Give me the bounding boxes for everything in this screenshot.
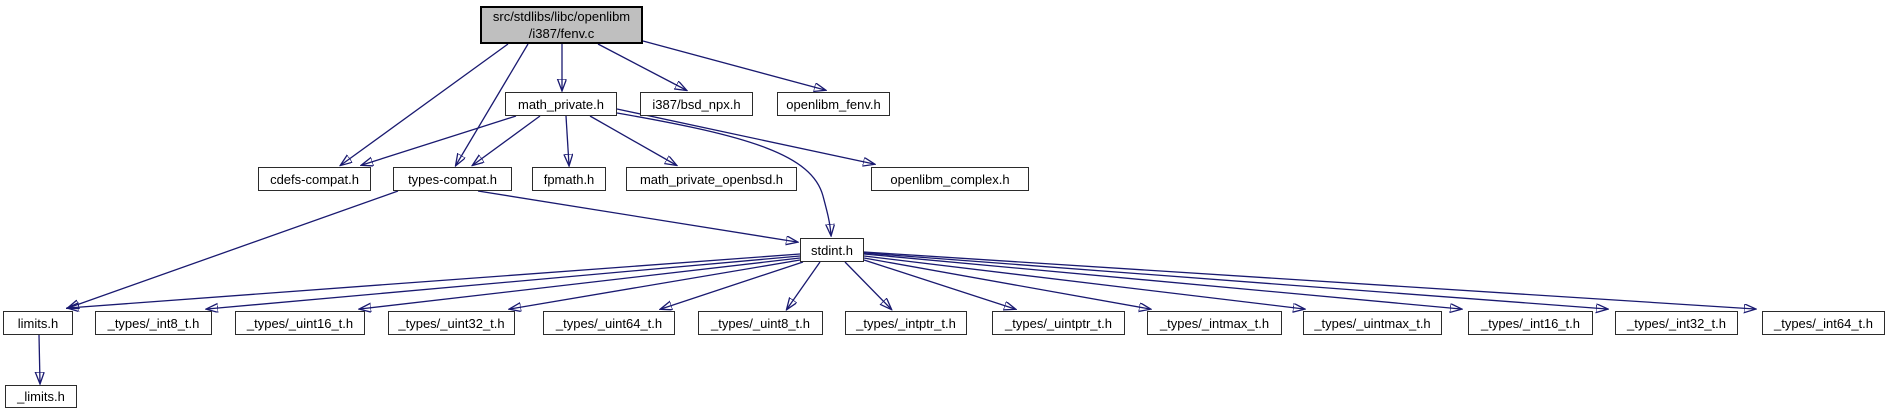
- node-label: _types/_intptr_t.h: [856, 315, 956, 331]
- node-math-private-h[interactable]: math_private.h: [505, 92, 617, 116]
- node-types-compat-h[interactable]: types-compat.h: [393, 167, 512, 191]
- node-limits-h[interactable]: limits.h: [3, 311, 73, 335]
- node-types-uint32-t-h[interactable]: _types/_uint32_t.h: [388, 311, 515, 335]
- node-label: _types/_uint32_t.h: [398, 315, 505, 331]
- node-label: types-compat.h: [408, 171, 497, 187]
- node-types-uint8-t-h[interactable]: _types/_uint8_t.h: [698, 311, 823, 335]
- node-types-uint64-t-h[interactable]: _types/_uint64_t.h: [543, 311, 675, 335]
- node-label: _types/_uint16_t.h: [246, 315, 354, 331]
- node-label: i387/bsd_npx.h: [652, 96, 741, 112]
- node-types-int32-t-h[interactable]: _types/_int32_t.h: [1615, 311, 1738, 335]
- node-label: stdint.h: [811, 242, 853, 258]
- node-types-intmax-t-h[interactable]: _types/_intmax_t.h: [1147, 311, 1282, 335]
- node--limits-h[interactable]: _limits.h: [5, 385, 77, 408]
- node-label: openlibm_fenv.h: [786, 96, 881, 112]
- node-label: _types/_int16_t.h: [1480, 315, 1581, 331]
- node-label: math_private_openbsd.h: [639, 171, 784, 187]
- node-cdefs-compat-h[interactable]: cdefs-compat.h: [258, 167, 371, 191]
- node-label: math_private.h: [518, 96, 604, 112]
- node-label: limits.h: [17, 315, 59, 331]
- node-stdint-h[interactable]: stdint.h: [800, 238, 864, 262]
- node-label: _types/_uintmax_t.h: [1314, 315, 1431, 331]
- node-label: openlibm_complex.h: [890, 171, 1010, 187]
- node-label: cdefs-compat.h: [270, 171, 359, 187]
- node-label: fpmath.h: [543, 171, 595, 187]
- node-label: _types/_intmax_t.h: [1159, 315, 1270, 331]
- node-fpmath-h[interactable]: fpmath.h: [532, 167, 606, 191]
- node-math-private-openbsd-h[interactable]: math_private_openbsd.h: [626, 167, 797, 191]
- node-label: src/stdlibs/libc/openlibm /i387/fenv.c: [492, 9, 631, 41]
- node-label: _types/_uintptr_t.h: [1005, 315, 1112, 331]
- node-i387-bsd-npx-h[interactable]: i387/bsd_npx.h: [640, 92, 753, 116]
- node-types-int8-t-h[interactable]: _types/_int8_t.h: [95, 311, 212, 335]
- node-label: _types/_uint8_t.h: [710, 315, 811, 331]
- node-fenv-c[interactable]: src/stdlibs/libc/openlibm /i387/fenv.c: [480, 6, 643, 44]
- node-types-uint16-t-h[interactable]: _types/_uint16_t.h: [235, 311, 365, 335]
- node-label: _types/_int64_t.h: [1773, 315, 1874, 331]
- node-label: _limits.h: [17, 389, 65, 404]
- node-types-uintptr-t-h[interactable]: _types/_uintptr_t.h: [992, 311, 1125, 335]
- node-openlibm-complex-h[interactable]: openlibm_complex.h: [871, 167, 1029, 191]
- node-types-int16-t-h[interactable]: _types/_int16_t.h: [1468, 311, 1593, 335]
- node-types-intptr-t-h[interactable]: _types/_intptr_t.h: [845, 311, 967, 335]
- node-label: _types/_uint64_t.h: [555, 315, 663, 331]
- node-types-int64-t-h[interactable]: _types/_int64_t.h: [1762, 311, 1885, 335]
- node-types-uintmax-t-h[interactable]: _types/_uintmax_t.h: [1303, 311, 1442, 335]
- node-label: _types/_int32_t.h: [1626, 315, 1727, 331]
- node-label: _types/_int8_t.h: [107, 315, 200, 331]
- node-openlibm-fenv-h[interactable]: openlibm_fenv.h: [777, 92, 890, 116]
